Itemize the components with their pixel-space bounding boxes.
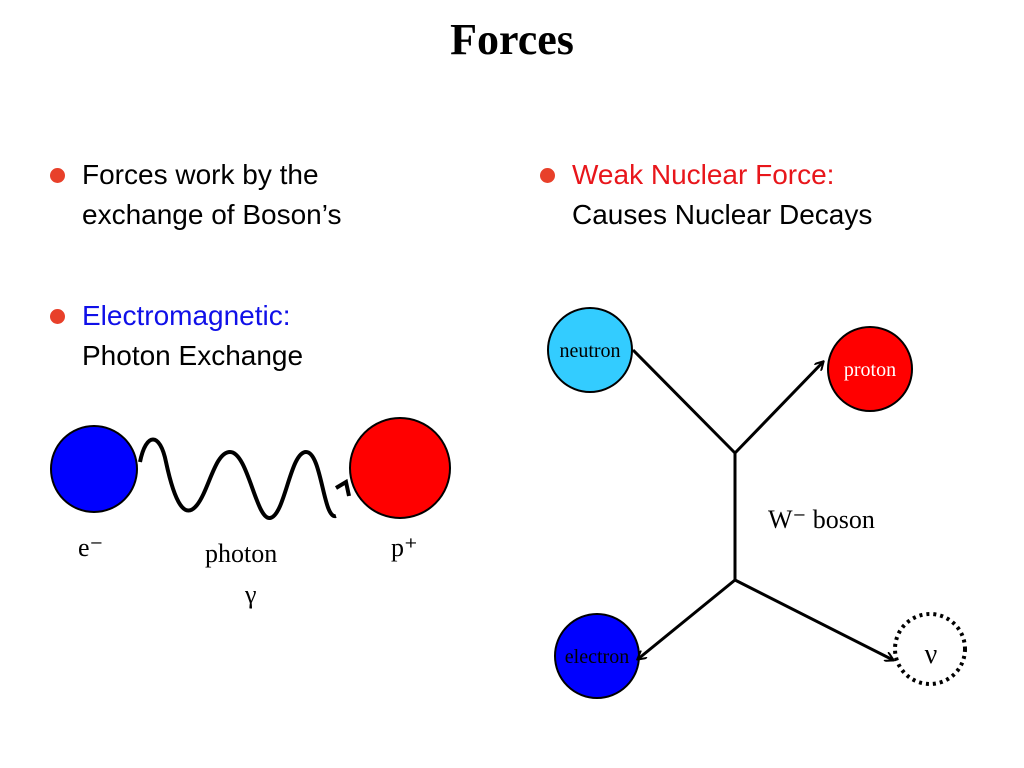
neutrino-circle [893,612,967,686]
weak-force-heading: Weak Nuclear Force: [572,159,835,190]
neutron-circle [547,307,633,393]
photon-label: photon [205,539,277,568]
bullet-dot [540,168,555,183]
electromagnetic-heading: Electromagnetic: [82,300,291,331]
photon-wave [138,437,337,520]
proton-label: p⁺ [391,533,418,562]
electron-line [638,578,736,659]
bullet-dot [50,168,65,183]
neutrino-label: ν [925,639,938,670]
neutron-line [631,348,737,455]
electromagnetic-diagram: e⁻ p⁺ photon γ [50,417,451,609]
electron-label: electron [565,646,629,668]
bullet-dot [50,309,65,324]
gamma-label: γ [244,580,257,609]
nuclear-decays-text: Causes Nuclear Decays [572,199,873,230]
bullet-line-1: Forces work by the [82,159,319,190]
neutrino-line [734,578,893,660]
w-boson-label: W⁻ boson [768,505,875,534]
proton-line [733,362,823,455]
neutron-label: neutron [559,340,620,362]
bullet-line-2: exchange of Boson’s [82,199,342,230]
proton-circle [349,417,451,519]
photon-exchange-text: Photon Exchange [82,340,304,371]
photon-arrowhead [334,478,351,497]
proton-circle [827,326,913,412]
page-title: Forces [450,15,574,64]
proton-label: proton [844,359,896,381]
electron-circle [50,425,138,513]
weak-force-diagram: neutron proton electron W⁻ boson ν [547,307,967,699]
electron-label: e⁻ [78,533,103,562]
